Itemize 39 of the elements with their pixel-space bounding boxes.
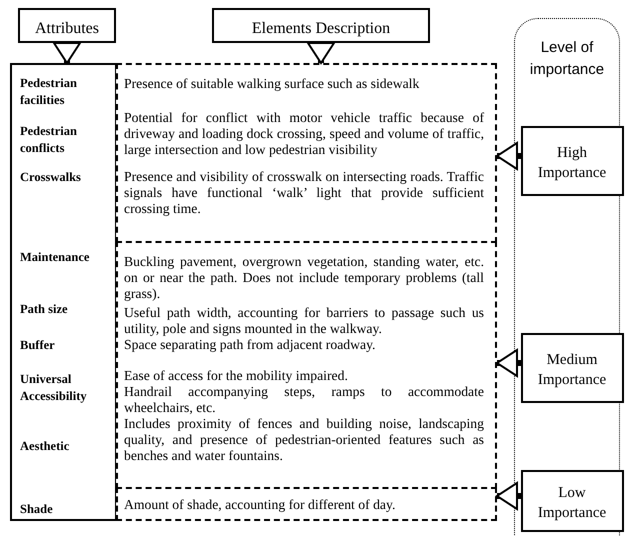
attribute-label: Pedestrian facilities — [20, 75, 78, 109]
importance-label: Low Importance — [536, 484, 608, 522]
description-text: Handrail accompanying steps, ramps to accommodate wheelchairs, etc. — [124, 384, 484, 416]
attribute-label: Shade — [20, 501, 54, 518]
block-arrow — [53, 42, 81, 64]
heading-text: Level of importance — [528, 38, 606, 80]
description-text: Space separating path from adjacent roadway. — [124, 337, 376, 353]
description-text: Potential for conflict with motor vehicle traffic because of driveway and loading dock crossing, speed and volume of traffic, large intersection and low pedestrian visibility — [124, 110, 484, 158]
importance-box — [520, 470, 624, 532]
heading-text: Elements Description — [250, 20, 392, 38]
attribute-label: Universal Accessibility — [20, 371, 88, 405]
description-text: Presence of suitable walking surface such as sidewalk — [124, 76, 420, 92]
description-panel — [116, 487, 497, 521]
description-text: Includes proximity of fences and building noise, landscaping quality, and presence of pedestrian-oriented features such as benches and water fountains. — [124, 416, 484, 464]
attribute-label: Pedestrian conflicts — [20, 123, 78, 157]
block-arrow — [496, 482, 521, 510]
description-text: Buckling pavement, overgrown vegetation, standing water, etc. on or near the path. Does not include temporary problems (tall grass). — [124, 254, 484, 302]
block-arrow — [496, 349, 521, 377]
heading-text: Attributes — [34, 20, 100, 38]
heading-box — [18, 8, 116, 43]
description-text: Presence and visibility of crosswalk on intersecting roads. Traffic signals have functional ‘walk’ light that provide sufficient crossing time. — [124, 169, 484, 217]
block-arrow — [496, 142, 521, 170]
description-text: Ease of access for the mobility impaired. — [124, 368, 349, 384]
heading-box — [212, 8, 430, 43]
description-text: Useful path width, accounting for barriers to passage such us utility, pole and signs mounted in the walkway. — [124, 305, 484, 337]
importance-label: High Importance — [536, 144, 608, 182]
attribute-column — [10, 63, 117, 521]
attribute-label: Buffer — [20, 337, 56, 354]
attribute-label: Crosswalks — [20, 169, 82, 186]
attribute-label: Maintenance — [20, 249, 90, 266]
description-panel — [116, 241, 497, 489]
attribute-label: Aesthetic — [20, 438, 70, 455]
importance-box — [520, 332, 624, 402]
importance-box — [520, 126, 624, 196]
description-text: Amount of shade, accounting for different of day. — [124, 497, 396, 513]
attribute-label: Path size — [20, 301, 69, 318]
description-panel — [116, 63, 497, 243]
importance-label: Medium Importance — [536, 350, 608, 390]
block-arrow — [307, 42, 335, 64]
